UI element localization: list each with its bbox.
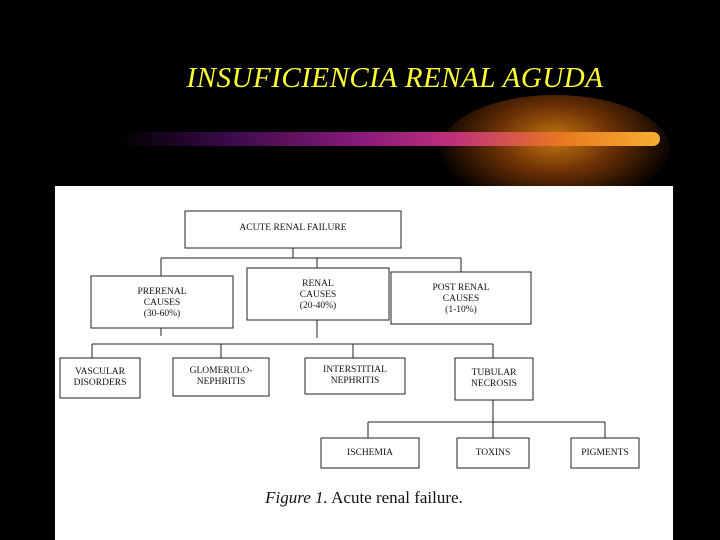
label-acute-renal-failure: ACUTE RENAL FAILURE xyxy=(239,223,347,233)
slide-title: INSUFICIENCIA RENAL AGUDA xyxy=(186,62,604,94)
diagram-connectors xyxy=(59,210,640,469)
figure-caption: Figure 1. Acute renal failure. xyxy=(55,488,673,508)
label-pigments: PIGMENTS xyxy=(581,448,629,458)
box-interstitial xyxy=(304,357,406,395)
caption-text: Acute renal failure. xyxy=(331,488,463,507)
label-prerenal: PRERENAL CAUSES (30-60%) xyxy=(137,287,187,319)
label-tubular: TUBULAR NECROSIS xyxy=(471,368,517,389)
box-ischemia xyxy=(320,437,420,469)
label-postrenal: POST RENAL CAUSES (1-10%) xyxy=(432,283,490,315)
label-interstitial: INTERSTITIAL NEPHRITIS xyxy=(323,365,387,386)
label-vascular: VASCULAR DISORDERS xyxy=(73,367,127,388)
label-toxins: TOXINS xyxy=(475,448,511,458)
figure-panel: ACUTE RENAL FAILURE PRERENAL CAUSES (30-… xyxy=(55,186,673,540)
box-tubular xyxy=(454,357,534,401)
accent-bar xyxy=(120,132,660,146)
caption-prefix: Figure 1. xyxy=(265,488,328,507)
label-renal: RENAL CAUSES (20-40%) xyxy=(299,279,337,311)
label-glomerulonephritis: GLOMERULO- NEPHRITIS xyxy=(189,366,253,387)
label-ischemia: ISCHEMIA xyxy=(347,448,393,458)
box-prerenal xyxy=(90,275,234,329)
box-renal xyxy=(246,267,390,321)
box-vascular xyxy=(59,357,141,399)
